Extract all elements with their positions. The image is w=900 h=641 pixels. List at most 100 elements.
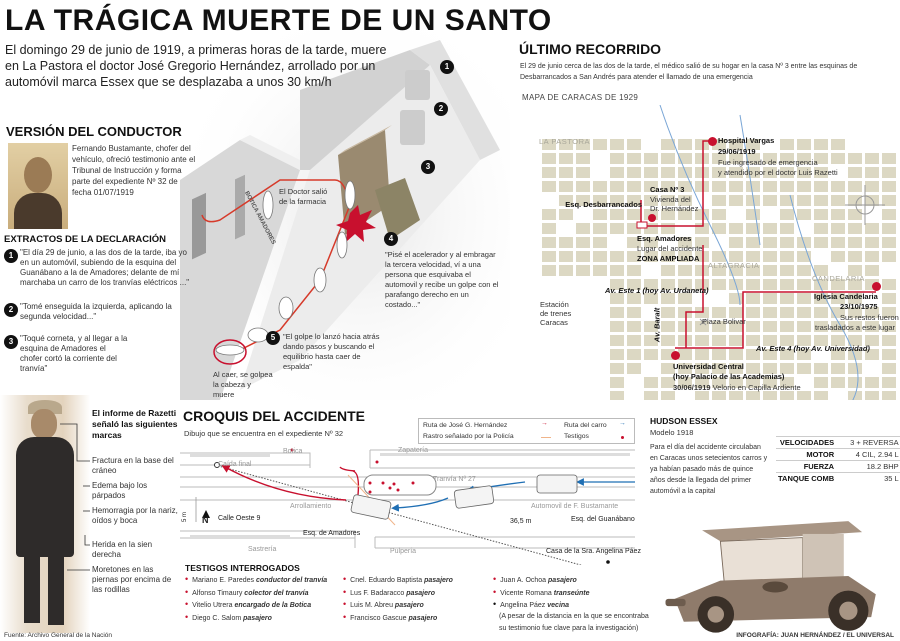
map-block (831, 181, 845, 192)
map-block (865, 335, 879, 346)
map-block (814, 335, 828, 346)
map-block (831, 293, 845, 304)
map-block (814, 321, 828, 332)
testigo-name: Juan A. Ochoa (500, 577, 547, 584)
testigo-item: •Luis M. Abreu pasajero (343, 598, 424, 613)
label-sastreria: Sastrería (248, 546, 277, 553)
step-marker-4: 4 (384, 232, 398, 246)
map-block (678, 195, 692, 206)
map-block (848, 335, 862, 346)
map-block (678, 237, 692, 248)
map-block (712, 153, 726, 164)
map-block (695, 321, 709, 332)
map-block (644, 251, 658, 262)
label-guanabano: Esq. del Guanábano (571, 516, 635, 523)
map-block (695, 237, 709, 248)
map-block (661, 321, 675, 332)
testigo-name: Vitelio Utrera (192, 602, 233, 609)
map-block (797, 279, 811, 290)
bullet-icon: • (185, 599, 189, 609)
casa-marker (648, 214, 656, 222)
map-block (763, 279, 777, 290)
map-block (882, 237, 896, 248)
map-block (848, 223, 862, 234)
testigo-role: pasajero (243, 614, 272, 622)
map-block (678, 251, 692, 262)
map-block (780, 139, 794, 150)
map-block (593, 195, 607, 206)
map-block (729, 251, 743, 262)
map-block (644, 391, 658, 400)
iglesia-marker (872, 282, 881, 291)
map-block (780, 153, 794, 164)
car-heading: HUDSON ESSEX (650, 416, 718, 426)
bullet-icon: • (185, 586, 189, 597)
bullet-icon: • (493, 599, 497, 609)
map-block (865, 195, 879, 206)
legend-testigo-dot (621, 436, 624, 439)
testigo-name: Lus F. Badaracco (350, 589, 405, 597)
map-block (865, 237, 879, 248)
quote-3: "Toqué corneta, y al llegar a la esquina… (20, 334, 128, 373)
map-block (661, 195, 675, 206)
map-block (712, 391, 726, 400)
map-block (695, 251, 709, 262)
map-block (882, 335, 896, 346)
map-block (627, 349, 641, 360)
spec-value: 3 + REVERSA (836, 436, 900, 449)
bullet-icon: • (493, 574, 497, 584)
label-scale: 5 m (182, 511, 189, 523)
street-illustration (180, 30, 510, 400)
map-block (746, 209, 760, 220)
quote-2: "Tomé enseguida la izquierda, aplicando … (20, 302, 172, 321)
legend-testigos: Testigos (564, 433, 589, 440)
map-block (763, 391, 777, 400)
map-block (763, 377, 777, 388)
spec-value: 35 L (836, 472, 900, 484)
croquis-subtitle: Dibujo que se encuentra en el expediente… (184, 429, 344, 438)
map-block (729, 167, 743, 178)
testigo-name: Mariano E. Paredes (192, 577, 255, 584)
testigo-role: encargado de la Botica (234, 602, 312, 609)
doctor-left-note: El Doctor salió de la farmacia (279, 187, 328, 206)
map-block (695, 181, 709, 192)
map-block (610, 349, 624, 360)
iglesia-desc-1: Sus restos fueron (840, 313, 899, 322)
map-block (661, 391, 675, 400)
map-block (712, 167, 726, 178)
testigo-item: •Vicente Romana transeúnte (493, 586, 590, 601)
legend-red-arrow-icon: → (541, 420, 548, 427)
credit-note: INFOGRAFÍA: JUAN HERNÁNDEZ / EL UNIVERSA… (736, 632, 894, 639)
map-block (661, 139, 675, 150)
map-block (865, 377, 879, 388)
map-block (831, 279, 845, 290)
legend-rastro-line (541, 437, 551, 438)
map-block (831, 377, 845, 388)
map-block (780, 279, 794, 290)
map-block (746, 377, 760, 388)
map-block (661, 209, 675, 220)
caracas-map (542, 105, 896, 400)
map-block (729, 293, 743, 304)
map-block (831, 209, 845, 220)
map-block (542, 139, 556, 150)
map-block (644, 377, 658, 388)
bullet-icon: • (343, 599, 347, 609)
map-block (695, 391, 709, 400)
amadores-name: Esq. Amadores (637, 234, 692, 243)
map-block (644, 181, 658, 192)
map-block (780, 195, 794, 206)
map-block (780, 237, 794, 248)
map-block (814, 209, 828, 220)
river-line (659, 105, 741, 306)
map-block (644, 293, 658, 304)
map-block (882, 153, 896, 164)
testigo-item: •Lus F. Badaracco pasajero (343, 586, 435, 601)
map-block (712, 349, 726, 360)
map-block (712, 321, 726, 332)
route-text: El 29 de junio cerca de las dos de la ta… (520, 63, 858, 81)
map-block (610, 195, 624, 206)
legend-ruta-jgh: Ruta de José G. Hernández (423, 422, 508, 429)
map-block (814, 377, 828, 388)
